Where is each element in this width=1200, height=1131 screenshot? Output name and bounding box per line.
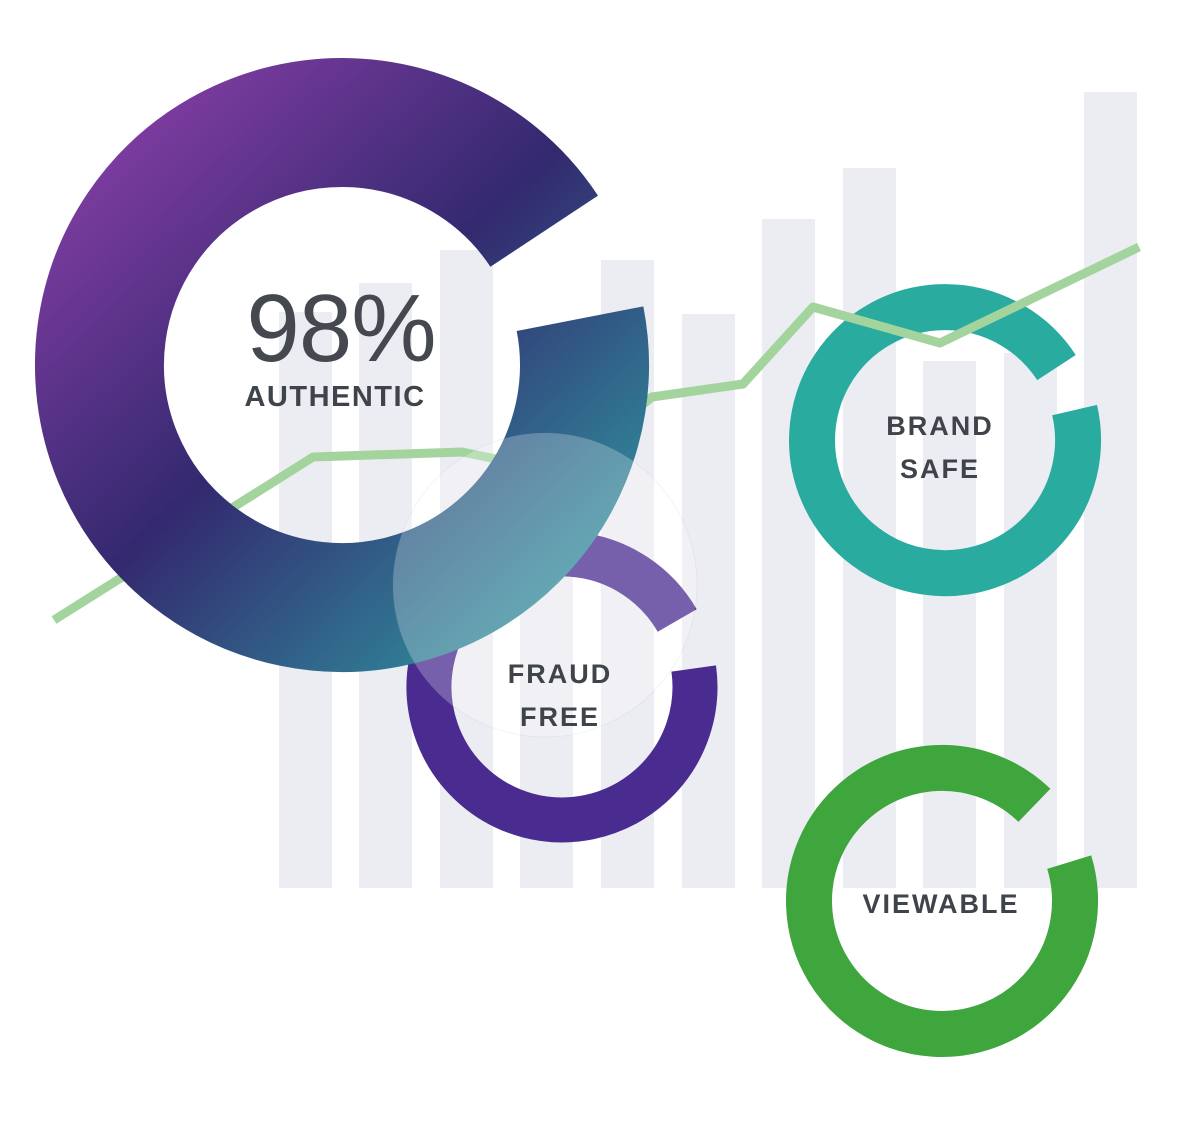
ring-brand-safe [789,284,1102,597]
authentic-value: 98% [246,275,436,382]
lens-overlay-circle [392,432,698,738]
trend-line [51,242,1141,624]
ring-authentic [34,58,649,672]
ring-viewable [786,745,1098,1057]
fraud-free-label: FRAUD FREE [507,659,613,732]
brand-safe-label: BRAND SAFE [886,411,994,484]
background-bar [923,361,976,888]
authentic-label: AUTHENTIC [244,381,426,413]
viewable-label: VIEWABLE [862,889,1020,919]
